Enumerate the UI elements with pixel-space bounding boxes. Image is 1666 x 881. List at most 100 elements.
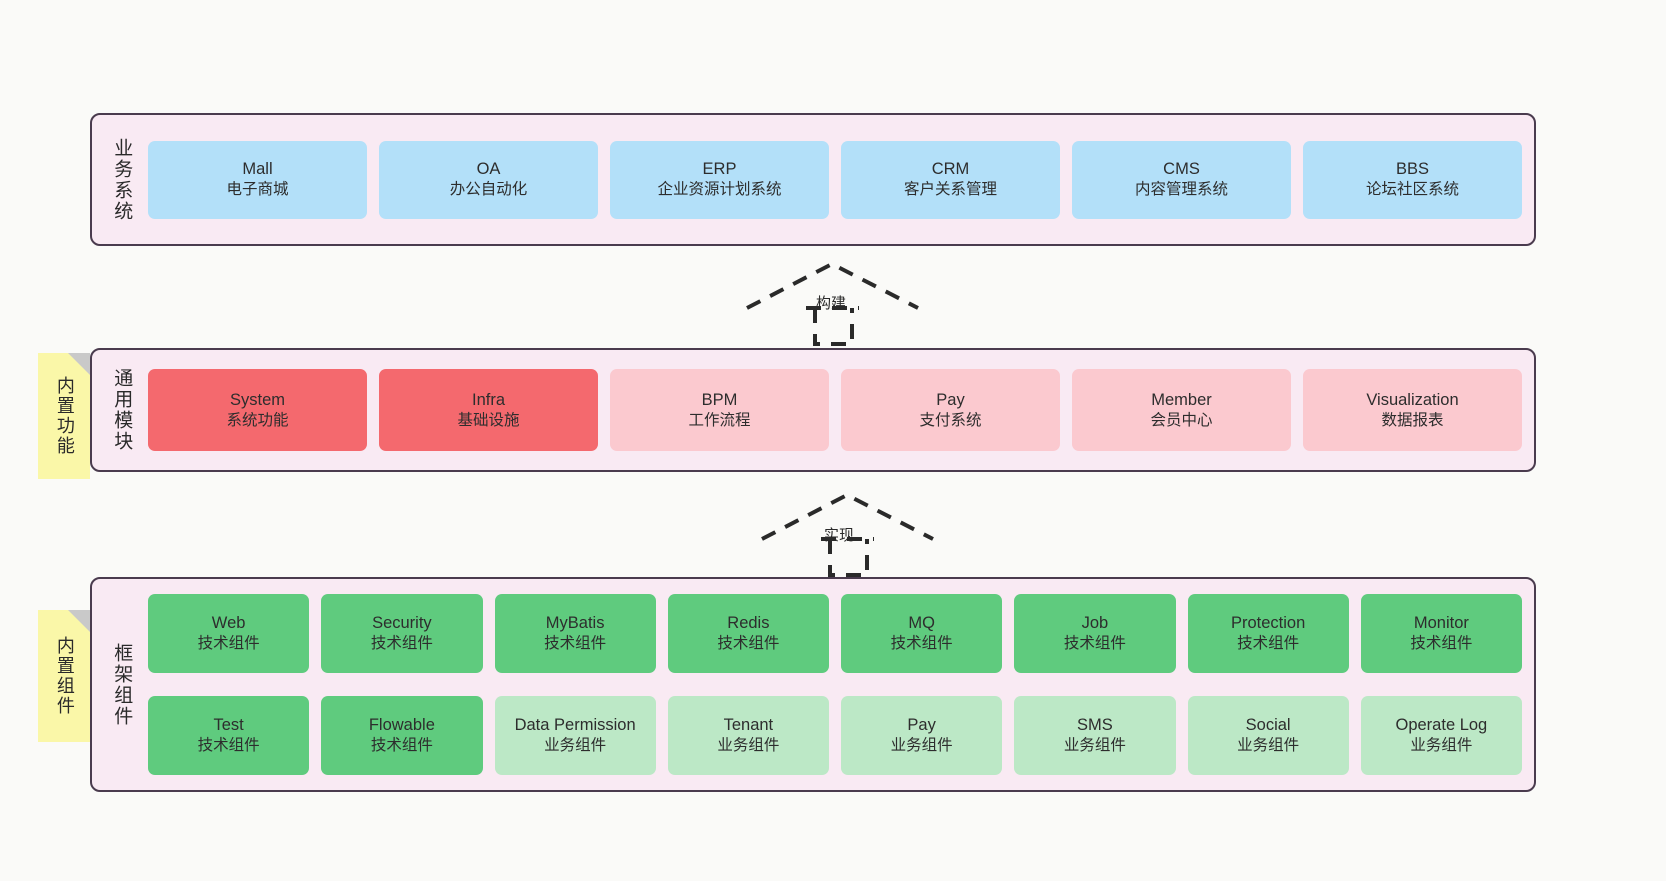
card-security[interactable]: Security 技术组件 xyxy=(321,594,483,673)
card-web[interactable]: Web 技术组件 xyxy=(148,594,310,673)
card-title-en: Test xyxy=(213,716,244,735)
card-pay-module[interactable]: Pay 支付系统 xyxy=(841,369,1060,451)
card-infra[interactable]: Infra 基础设施 xyxy=(379,369,598,451)
layer-title-framework: 框架组件 xyxy=(111,642,133,727)
card-title-cn: 数据报表 xyxy=(1381,411,1444,429)
card-flowable[interactable]: Flowable 技术组件 xyxy=(321,696,483,775)
framework-tech-row: Web 技术组件 Security 技术组件 MyBatis 技术组件 Redi… xyxy=(148,589,1522,678)
card-title-cn: 电子商城 xyxy=(226,181,289,199)
card-title-en: Mall xyxy=(242,160,273,179)
card-title-en: CMS xyxy=(1163,160,1200,179)
card-crm[interactable]: CRM 客户关系管理 xyxy=(841,140,1060,219)
card-title-cn: 办公自动化 xyxy=(449,181,528,199)
card-title-en: System xyxy=(229,390,285,409)
layer-title-business: 业务系统 xyxy=(111,137,133,222)
card-title-en: Social xyxy=(1245,716,1291,735)
card-protection[interactable]: Protection 技术组件 xyxy=(1187,594,1349,673)
layer-framework-components: 框架组件 Web 技术组件 Security 技术组件 MyBatis 技术组件… xyxy=(90,577,1536,792)
card-title-cn: 技术组件 xyxy=(1237,635,1300,653)
card-monitor[interactable]: Monitor 技术组件 xyxy=(1360,594,1522,673)
card-title-cn: 业务组件 xyxy=(717,737,780,755)
card-title-en: ERP xyxy=(702,160,737,179)
card-title-cn: 技术组件 xyxy=(1410,635,1473,653)
card-title-en: Flowable xyxy=(368,716,435,735)
card-title-en: OA xyxy=(476,160,501,179)
card-sms[interactable]: SMS 业务组件 xyxy=(1014,696,1176,775)
card-tenant[interactable]: Tenant 业务组件 xyxy=(667,696,829,775)
card-title-cn: 技术组件 xyxy=(370,737,433,755)
layer-common-modules: 通用模块 System 系统功能 Infra 基础设施 BPM 工作流程 Pay… xyxy=(90,348,1536,472)
card-title-cn: 客户关系管理 xyxy=(903,181,997,199)
card-title-en: Tenant xyxy=(723,716,774,735)
card-title-cn: 业务组件 xyxy=(1410,737,1473,755)
card-title-en: BPM xyxy=(701,390,738,409)
card-data-permission[interactable]: Data Permission 业务组件 xyxy=(494,696,656,775)
card-oa[interactable]: OA 办公自动化 xyxy=(379,140,598,219)
card-title-en: SMS xyxy=(1076,716,1113,735)
card-title-cn: 技术组件 xyxy=(1063,635,1126,653)
card-title-en: Infra xyxy=(471,390,506,409)
card-member[interactable]: Member 会员中心 xyxy=(1072,369,1291,451)
card-title-cn: 技术组件 xyxy=(197,635,260,653)
sticky-note-builtin-component: 内置组件 xyxy=(38,610,90,742)
card-title-en: Protection xyxy=(1230,614,1306,633)
connector-implement-label: 实现 xyxy=(824,527,855,544)
card-title-en: Pay xyxy=(936,390,965,409)
card-title-cn: 技术组件 xyxy=(544,635,607,653)
card-title-cn: 业务组件 xyxy=(890,737,953,755)
card-title-cn: 技术组件 xyxy=(717,635,780,653)
card-title-cn: 系统功能 xyxy=(226,411,289,429)
card-redis[interactable]: Redis 技术组件 xyxy=(667,594,829,673)
card-title-en: Monitor xyxy=(1413,614,1469,633)
card-bbs[interactable]: BBS 论坛社区系统 xyxy=(1303,140,1522,219)
connector-implement-arrow xyxy=(760,489,935,577)
card-title-cn: 工作流程 xyxy=(688,411,751,429)
card-mq[interactable]: MQ 技术组件 xyxy=(841,594,1003,673)
card-title-en: Data Permission xyxy=(514,716,636,735)
card-title-cn: 业务组件 xyxy=(1237,737,1300,755)
card-title-cn: 论坛社区系统 xyxy=(1365,181,1459,199)
card-job[interactable]: Job 技术组件 xyxy=(1014,594,1176,673)
card-title-en: Job xyxy=(1081,614,1109,633)
card-title-cn: 内容管理系统 xyxy=(1134,181,1228,199)
connector-build-arrow xyxy=(745,258,920,346)
card-operate-log[interactable]: Operate Log 业务组件 xyxy=(1360,696,1522,775)
card-title-cn: 会员中心 xyxy=(1150,411,1213,429)
layer-title-common: 通用模块 xyxy=(111,368,133,452)
card-title-cn: 企业资源计划系统 xyxy=(657,181,782,199)
card-test[interactable]: Test 技术组件 xyxy=(148,696,310,775)
card-title-cn: 业务组件 xyxy=(1063,737,1126,755)
card-title-en: Operate Log xyxy=(1395,716,1488,735)
card-title-cn: 业务组件 xyxy=(544,737,607,755)
card-title-en: Pay xyxy=(907,716,936,735)
card-title-en: Member xyxy=(1151,390,1212,409)
layer-business-systems: 业务系统 Mall 电子商城 OA 办公自动化 ERP 企业资源计划系统 CRM… xyxy=(90,113,1536,246)
card-title-en: MyBatis xyxy=(545,614,605,633)
sticky-note-builtin-function: 内置功能 xyxy=(38,353,90,479)
card-visualization[interactable]: Visualization 数据报表 xyxy=(1303,369,1522,451)
card-title-en: Web xyxy=(211,614,246,633)
card-erp[interactable]: ERP 企业资源计划系统 xyxy=(610,140,829,219)
card-title-en: CRM xyxy=(931,160,970,179)
card-cms[interactable]: CMS 内容管理系统 xyxy=(1072,140,1291,219)
card-title-en: MQ xyxy=(908,614,935,633)
card-title-en: Visualization xyxy=(1366,390,1459,409)
card-mybatis[interactable]: MyBatis 技术组件 xyxy=(494,594,656,673)
card-title-cn: 技术组件 xyxy=(197,737,260,755)
card-title-cn: 基础设施 xyxy=(457,411,520,429)
business-card-grid: Mall 电子商城 OA 办公自动化 ERP 企业资源计划系统 CRM 客户关系… xyxy=(148,125,1522,234)
card-system[interactable]: System 系统功能 xyxy=(148,369,367,451)
card-title-cn: 支付系统 xyxy=(919,411,982,429)
framework-card-stack: Web 技术组件 Security 技术组件 MyBatis 技术组件 Redi… xyxy=(148,589,1522,780)
framework-business-row: Test 技术组件 Flowable 技术组件 Data Permission … xyxy=(148,691,1522,780)
card-title-cn: 技术组件 xyxy=(370,635,433,653)
card-social[interactable]: Social 业务组件 xyxy=(1187,696,1349,775)
card-title-cn: 技术组件 xyxy=(890,635,953,653)
card-mall[interactable]: Mall 电子商城 xyxy=(148,140,367,219)
card-bpm[interactable]: BPM 工作流程 xyxy=(610,369,829,451)
card-title-en: BBS xyxy=(1395,160,1430,179)
card-pay-component[interactable]: Pay 业务组件 xyxy=(841,696,1003,775)
common-card-grid: System 系统功能 Infra 基础设施 BPM 工作流程 Pay 支付系统… xyxy=(148,360,1522,460)
connector-build-label: 构建 xyxy=(816,295,847,312)
